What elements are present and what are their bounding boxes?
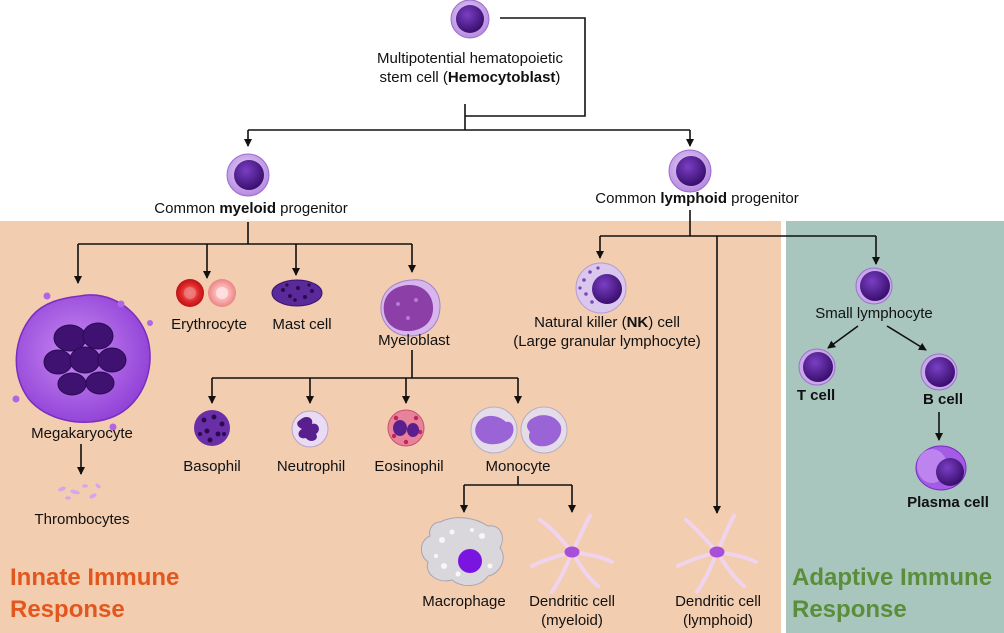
lymphoid-progenitor-cell bbox=[668, 149, 712, 193]
plasma-cell bbox=[915, 445, 967, 491]
t-cell-label: T cell bbox=[796, 387, 836, 404]
erythrocyte-cells bbox=[176, 279, 236, 307]
eosinophil-label: Eosinophil bbox=[374, 458, 444, 475]
monocyte-cells bbox=[470, 406, 568, 454]
thrombocytes-cells bbox=[58, 483, 101, 500]
dendritic-myeloid-label: Dendritic cell (myeloid) bbox=[529, 593, 615, 629]
myeloid-progenitor-label: Common myeloid progenitor bbox=[154, 200, 348, 217]
mast-cell-label: Mast cell bbox=[272, 316, 332, 333]
myeloblast-label: Myeloblast bbox=[378, 332, 450, 349]
plasma-cell-label: Plasma cell bbox=[907, 494, 989, 511]
basophil-label: Basophil bbox=[183, 458, 241, 475]
megakaryocyte-cell bbox=[12, 292, 153, 431]
nk-cell bbox=[575, 262, 627, 314]
dendritic-lymphoid-cell bbox=[676, 514, 758, 594]
small-lymphocyte-cell bbox=[855, 267, 893, 305]
lymphoid-progenitor-label: Common lymphoid progenitor bbox=[595, 190, 799, 207]
eosinophil-cell bbox=[387, 409, 425, 447]
myeloblast-cell bbox=[380, 279, 441, 337]
arrow-to-t-cell bbox=[827, 325, 859, 349]
stem-loop-line bbox=[465, 17, 586, 117]
basophil-cell bbox=[194, 410, 230, 446]
small-lymphocyte-label: Small lymphocyte bbox=[815, 305, 933, 322]
thrombocytes-label: Thrombocytes bbox=[34, 511, 130, 528]
megakaryocyte-label: Megakaryocyte bbox=[31, 425, 133, 442]
hemocytoblast-cell bbox=[450, 0, 490, 39]
arrow-to-b-cell bbox=[886, 325, 927, 351]
t-cell bbox=[798, 348, 836, 386]
stem-cell-label: Multipotential hematopoietic stem cell (… bbox=[377, 50, 563, 86]
macrophage-cell bbox=[421, 517, 504, 586]
dendritic-lymphoid-label: Dendritic cell (lymphoid) bbox=[675, 593, 761, 629]
mast-cell bbox=[271, 279, 323, 307]
b-cell bbox=[920, 353, 958, 391]
myeloid-progenitor-cell bbox=[226, 153, 270, 197]
macrophage-label: Macrophage bbox=[422, 593, 506, 610]
connector-lines bbox=[74, 17, 943, 514]
adaptive-response-zone bbox=[786, 221, 1004, 633]
nk-cell-label: Natural killer (NK) cell (Large granular… bbox=[513, 314, 701, 350]
neutrophil-label: Neutrophil bbox=[276, 458, 346, 475]
monocyte-label: Monocyte bbox=[485, 458, 551, 475]
neutrophil-cell bbox=[291, 410, 329, 448]
b-cell-label: B cell bbox=[922, 391, 964, 408]
dendritic-myeloid-cell bbox=[530, 514, 614, 594]
erythrocyte-label: Erythrocyte bbox=[171, 316, 247, 333]
